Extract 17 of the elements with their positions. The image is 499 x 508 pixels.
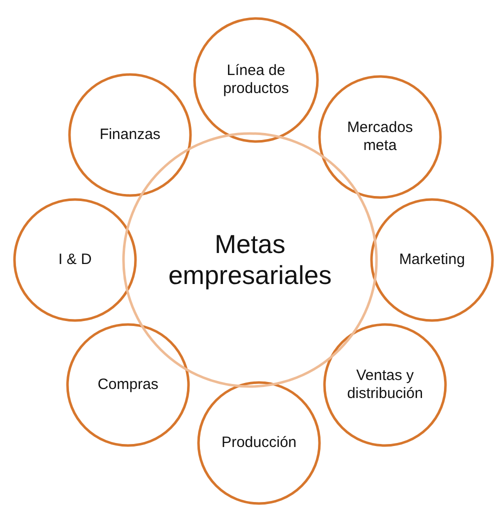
circle — [68, 73, 192, 197]
center-title: Metas empresariales — [167, 228, 333, 292]
circle — [197, 381, 321, 505]
circle-label: Compras — [98, 376, 158, 394]
circle-label: Producción — [221, 434, 297, 452]
circle — [66, 323, 190, 447]
circle — [13, 198, 137, 322]
circle — [323, 323, 447, 447]
circle-label: Línea de productos — [222, 62, 290, 98]
circle — [318, 75, 442, 199]
circle-label: Mercados meta — [346, 119, 414, 155]
circle — [193, 17, 319, 143]
circle-label: Finanzas — [100, 126, 160, 144]
circle-label: I & D — [58, 251, 92, 269]
circle — [370, 198, 494, 322]
circle-label: Ventas y distribución — [346, 367, 424, 403]
circle-label: Marketing — [399, 251, 465, 269]
